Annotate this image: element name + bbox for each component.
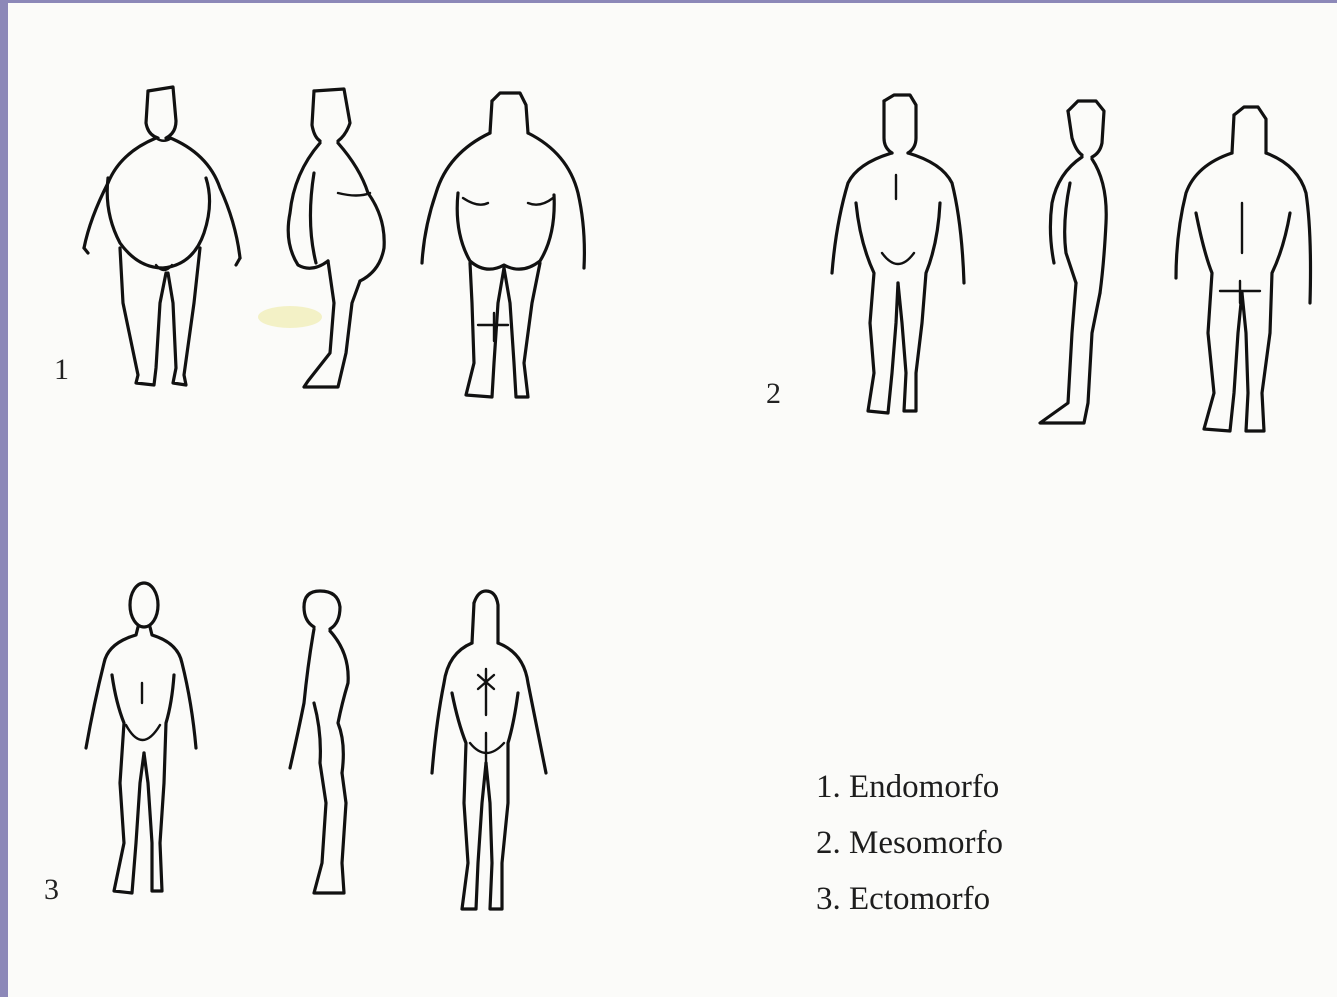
group-number-1: 1 [54,355,69,385]
mesomorph-back-figure [1176,107,1311,431]
mesomorph-side-figure [1040,101,1106,423]
legend-item-ectomorph: 3. Ectomorfo [816,871,1003,927]
group-number-3: 3 [44,875,59,905]
legend-item-mesomorph: 2. Mesomorfo [816,815,1003,871]
endomorph-side-figure [288,89,384,387]
endomorph-back-figure [422,93,584,397]
legend: 1. Endomorfo 2. Mesomorfo 3. Ectomorfo [816,759,1003,927]
ectomorph-back-figure [432,591,546,909]
ectomorph-front-figure [86,583,196,893]
legend-item-endomorph: 1. Endomorfo [816,759,1003,815]
somatotype-figures [8,3,1337,1000]
ectomorph-side-figure [290,591,348,893]
endomorph-front-figure [84,87,240,385]
mesomorph-front-figure [832,95,964,413]
group-number-2: 2 [766,379,781,409]
